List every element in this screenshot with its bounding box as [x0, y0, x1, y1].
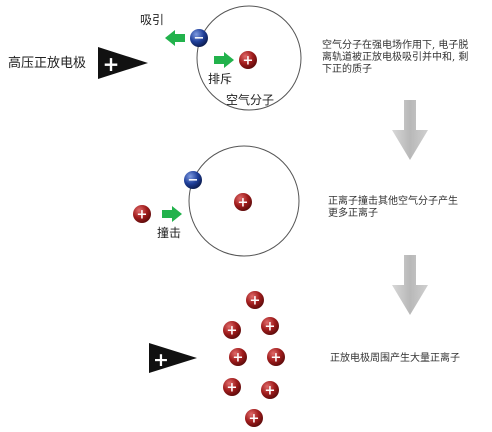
repel-arrow — [214, 52, 234, 68]
svg-text:−: − — [188, 173, 199, 188]
electron-2: − — [184, 171, 202, 189]
electron-1: − — [190, 29, 208, 47]
step-2-description: 正离子撞击其他空气分子产生 更多正离子 — [328, 196, 458, 219]
electrode-plus-sign: + — [103, 52, 120, 76]
positive-ion: + — [261, 317, 279, 335]
svg-text:+: + — [250, 294, 261, 309]
collide-label: 撞击 — [157, 226, 182, 240]
electrode-plus-sign: + — [153, 349, 169, 371]
process-arrow-2 — [392, 255, 428, 315]
repel-label: 排斥 — [208, 72, 233, 86]
svg-text:−: − — [194, 31, 205, 46]
step-3-description: 正放电极周围产生大量正离子 — [330, 353, 460, 364]
stage-3: + + + + + + + + + — [149, 291, 285, 427]
svg-text:+: + — [137, 208, 148, 223]
svg-text:+: + — [249, 412, 260, 427]
attract-label: 吸引 — [140, 13, 165, 27]
svg-text:+: + — [227, 324, 238, 339]
incoming-positive-ion: + — [133, 205, 151, 223]
stage-2: − + + — [133, 145, 300, 257]
svg-text:+: + — [265, 320, 276, 335]
positive-ion: + — [223, 321, 241, 339]
stage-1: + − + — [98, 5, 302, 111]
positive-ion: + — [229, 348, 247, 366]
svg-text:+: + — [271, 351, 282, 366]
positive-ion: + — [261, 381, 279, 399]
electrode-bottom: + — [149, 343, 197, 373]
svg-text:+: + — [243, 54, 254, 69]
step-1-description: 空气分子在强电场作用下, 电子脱 离轨道被正放电极吸引并中和, 剩 下正的质子 — [322, 40, 469, 75]
molecule-orbit-1 — [196, 5, 302, 111]
svg-text:+: + — [265, 384, 276, 399]
air-molecule-label: 空气分子 — [226, 93, 275, 107]
svg-text:+: + — [227, 381, 238, 396]
proton-nucleus-2: + — [234, 193, 252, 211]
positive-ion: + — [245, 409, 263, 427]
svg-text:+: + — [238, 196, 249, 211]
electrode-top: + — [98, 47, 148, 79]
process-arrow-1 — [392, 100, 428, 160]
positive-ion: + — [267, 348, 285, 366]
positive-ion: + — [223, 378, 241, 396]
electrode-label: 高压正放电极 — [8, 56, 87, 71]
svg-text:+: + — [233, 351, 244, 366]
molecule-orbit-2 — [188, 145, 300, 257]
positive-ion-cloud: + + + + + + + + — [223, 291, 285, 427]
collide-arrow — [162, 206, 182, 222]
attract-arrow — [165, 30, 185, 46]
proton-nucleus-1: + — [239, 51, 257, 69]
positive-ion: + — [246, 291, 264, 309]
